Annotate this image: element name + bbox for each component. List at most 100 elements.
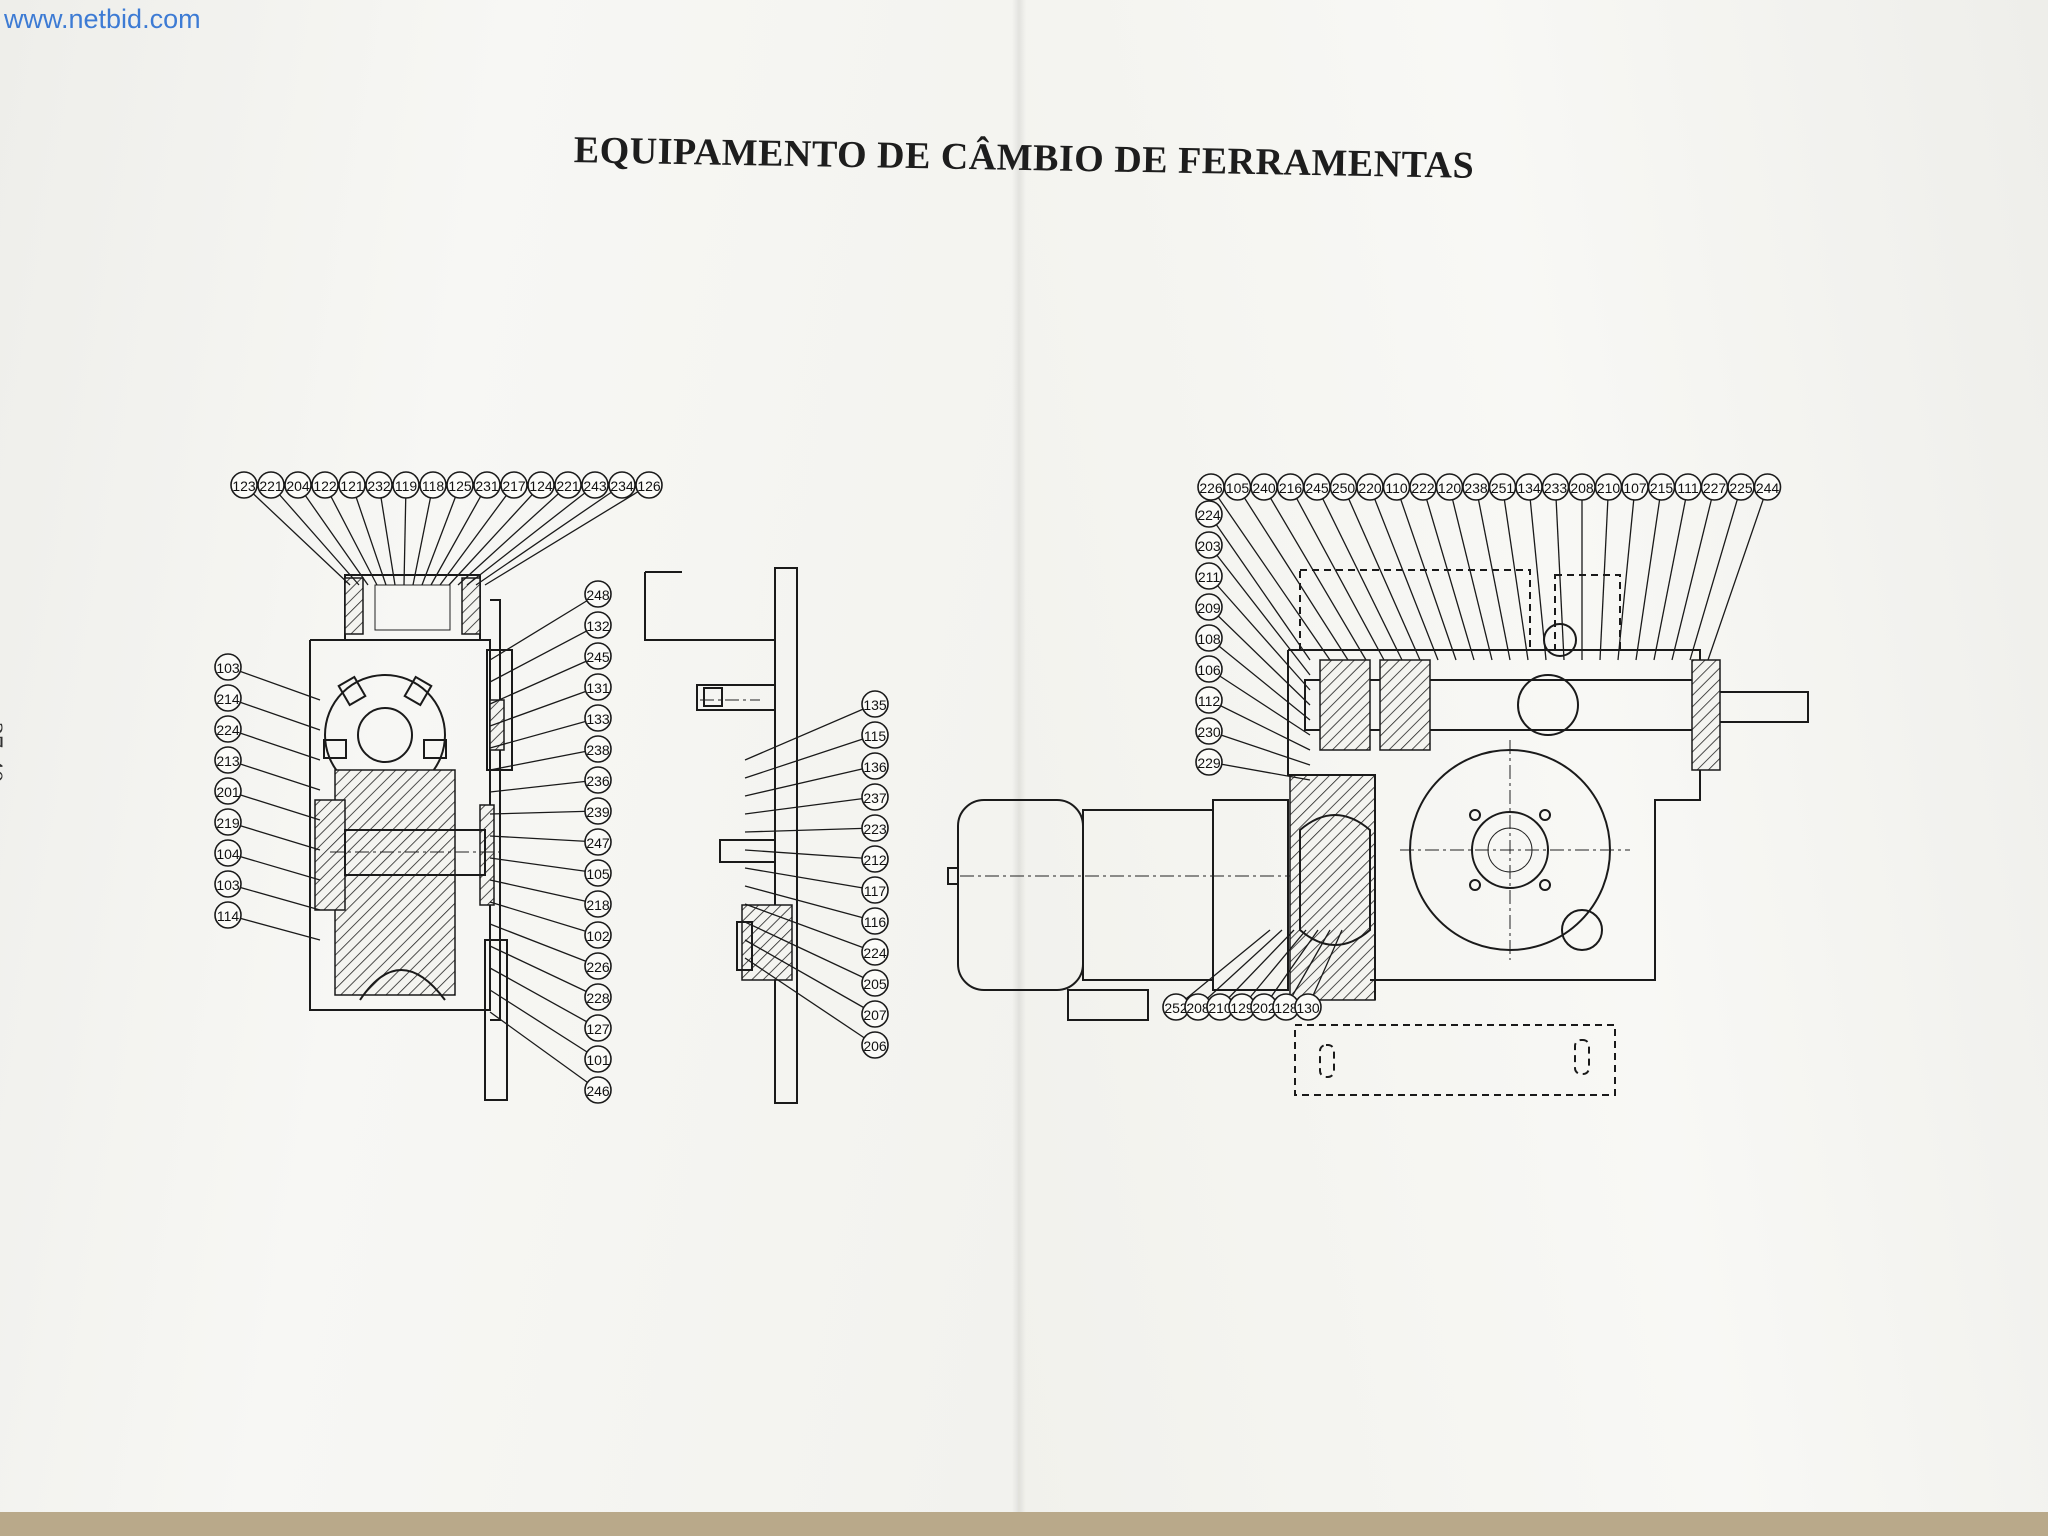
part-number: 130 [1296,1000,1320,1016]
part-balloon: 116 [861,907,889,935]
part-number: 202 [1252,1000,1276,1016]
part-number: 107 [1623,480,1647,496]
part-number: 245 [586,649,610,665]
part-balloon: 214 [214,684,242,712]
leader-line [489,810,599,815]
part-balloon: 220 [1356,473,1384,501]
part-balloon: 224 [1195,500,1223,528]
leader-line [243,484,351,586]
part-balloon: 226 [1197,473,1225,501]
part-number: 129 [1230,1000,1254,1016]
leader-line [1208,544,1311,676]
part-balloon: 119 [392,471,420,499]
leader-line [297,484,369,586]
part-balloon: 233 [1541,473,1570,501]
part-balloon: 218 [584,890,612,918]
part-number: 251 [1491,480,1515,496]
part-balloon: 206 [861,1031,889,1059]
leader-line [448,484,542,586]
part-number: 111 [1677,480,1698,496]
part-balloon: 228 [584,983,612,1011]
part-number: 216 [1279,480,1303,496]
leader-line [489,748,599,771]
part-number: 245 [1305,480,1329,496]
leader-line [1208,668,1311,736]
part-balloon: 224 [861,938,889,966]
part-number: 120 [1438,480,1462,496]
leader-line [744,903,876,953]
leader-line [744,921,876,984]
part-number: 203 [1197,538,1221,554]
leader-line [1554,486,1565,661]
leader-line [412,484,434,586]
part-balloon: 250 [1329,473,1358,501]
part-number: 223 [863,821,887,837]
part-balloon: 210 [1594,473,1623,501]
part-number: 247 [586,835,610,851]
part-balloon: 201 [214,777,242,805]
part-number: 118 [422,478,445,494]
part-number: 225 [1729,480,1753,496]
part-number: 135 [863,697,887,713]
part-number: 119 [395,478,418,494]
part-number: 236 [586,773,610,789]
part-balloon: 126 [635,471,663,499]
part-number: 230 [1197,724,1221,740]
leader-line [484,484,650,586]
part-number: 219 [216,815,240,831]
part-balloon: 232 [365,471,393,499]
part-balloon: 111 [1674,473,1702,501]
part-balloon: 112 [1195,686,1223,714]
part-balloon: 246 [584,1076,612,1104]
part-balloon: 120 [1435,473,1464,501]
part-balloon: 225 [1727,473,1755,501]
leader-line [489,835,599,843]
leader-line [744,796,876,815]
leader-line [744,703,876,761]
part-number: 103 [216,660,240,676]
leader-line [227,666,321,701]
part-balloon: 207 [861,1000,889,1028]
part-number: 248 [586,587,610,603]
part-balloon: 247 [584,828,612,856]
part-number: 246 [586,1083,610,1099]
part-number: 226 [1199,480,1223,496]
part-balloon: 248 [584,580,612,608]
part-number: 108 [1197,631,1221,647]
part-balloon: 105 [584,859,612,887]
leader-line [744,849,876,860]
part-balloon: 221 [554,471,582,499]
part-number: 237 [863,790,887,806]
leader-lines [227,484,1769,1091]
part-number: 116 [864,914,887,930]
part-balloon: 230 [1195,717,1223,745]
part-balloon: 239 [584,797,612,825]
part-number: 215 [1650,480,1674,496]
leader-line [1197,929,1283,1008]
part-balloon: 223 [861,814,889,842]
leader-line [489,923,599,967]
part-balloon: 204 [284,471,312,499]
part-number: 220 [1358,480,1382,496]
part-balloon: 202 [1250,993,1278,1021]
leader-line [1369,486,1439,661]
part-balloon: 210 [1206,993,1234,1021]
leader-line [489,655,599,705]
part-balloon: 105 [1223,473,1252,501]
leader-line [227,728,321,761]
part-balloon: 238 [1462,473,1490,501]
part-number: 103 [216,877,240,893]
part-number: 224 [1197,507,1221,523]
leader-line [1501,486,1529,661]
part-balloon: 135 [861,690,889,718]
part-number: 206 [863,1038,887,1054]
part-number: 132 [586,618,610,634]
leader-line [744,734,876,779]
leader-line [1422,486,1475,661]
part-balloon: 104 [214,839,242,867]
part-number: 232 [367,478,391,494]
part-number: 240 [1252,480,1276,496]
part-balloon: 236 [584,766,612,794]
